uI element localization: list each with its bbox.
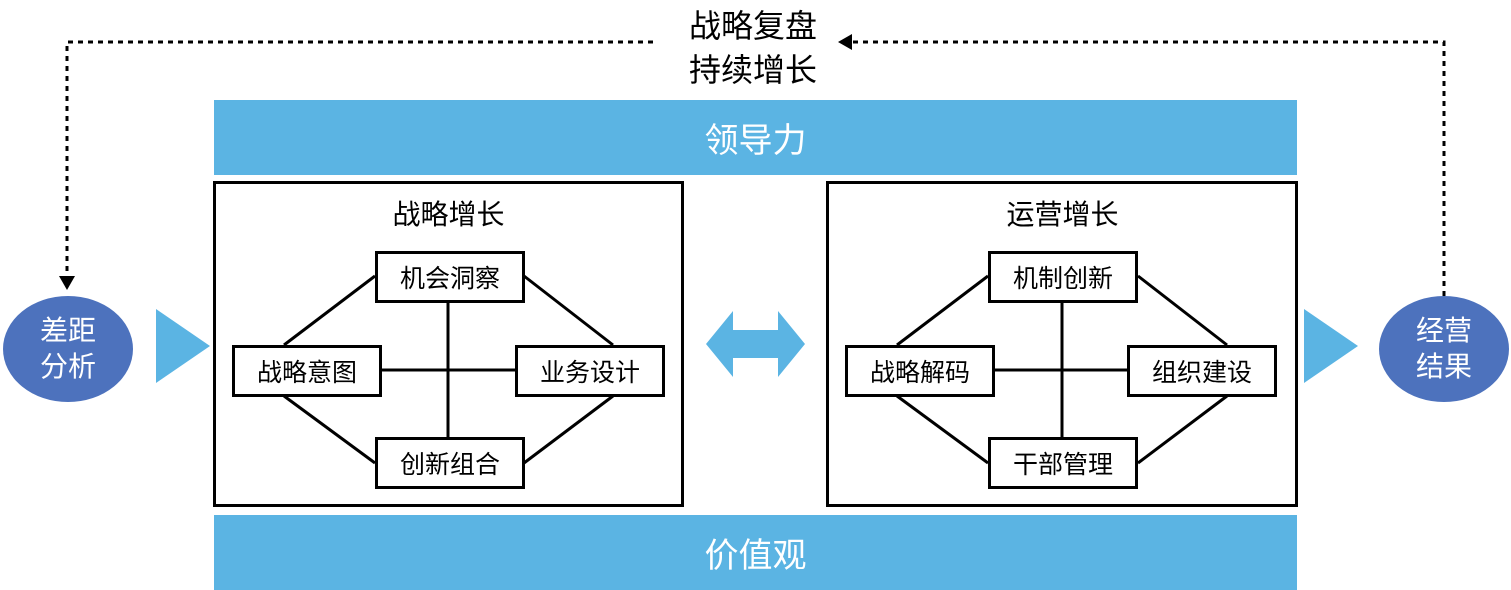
node-business-design: 业务设计 <box>515 345 665 397</box>
node-organization-building: 组织建设 <box>1127 345 1277 397</box>
gap-analysis-line-1: 差距 <box>39 314 96 347</box>
node-mechanism-innovation: 机制创新 <box>988 251 1138 303</box>
feedback-arrowhead-down <box>59 276 75 290</box>
strategy-growth-title: 战略增长 <box>392 198 505 231</box>
operations-growth-title: 运营增长 <box>1006 198 1119 231</box>
leadership-band: 领导力 <box>214 100 1297 175</box>
feedback-loop-line <box>845 40 1446 296</box>
bidirectional-arrow <box>706 311 805 377</box>
operations-links <box>896 274 1228 465</box>
feedback-label: 战略复盘 持续增长 <box>653 4 853 92</box>
node-strategic-intent: 战略意图 <box>232 345 382 397</box>
node-cadre-management: 干部管理 <box>988 437 1138 489</box>
strategy-links <box>283 274 614 465</box>
input-arrow <box>156 309 210 383</box>
business-result-circle: 经营 结果 <box>1379 296 1509 402</box>
node-opportunity-insight: 机会洞察 <box>375 251 525 303</box>
operations-growth-panel <box>826 181 1298 507</box>
business-result-line-2: 结果 <box>1415 350 1472 383</box>
node-strategy-decoding: 战略解码 <box>845 345 995 397</box>
node-innovation-portfolio: 创新组合 <box>375 437 525 489</box>
values-band: 价值观 <box>214 515 1297 590</box>
business-result-line-1: 经营 <box>1415 314 1472 347</box>
feedback-line-1: 战略复盘 <box>688 7 817 45</box>
output-arrow <box>1304 309 1358 383</box>
feedback-line-2: 持续增长 <box>688 51 817 89</box>
gap-analysis-line-2: 分析 <box>39 350 96 383</box>
feedback-return-line <box>65 40 653 278</box>
feedback-arrowhead-left <box>838 34 852 50</box>
strategy-growth-panel <box>213 181 684 507</box>
gap-analysis-circle: 差距 分析 <box>3 296 133 402</box>
